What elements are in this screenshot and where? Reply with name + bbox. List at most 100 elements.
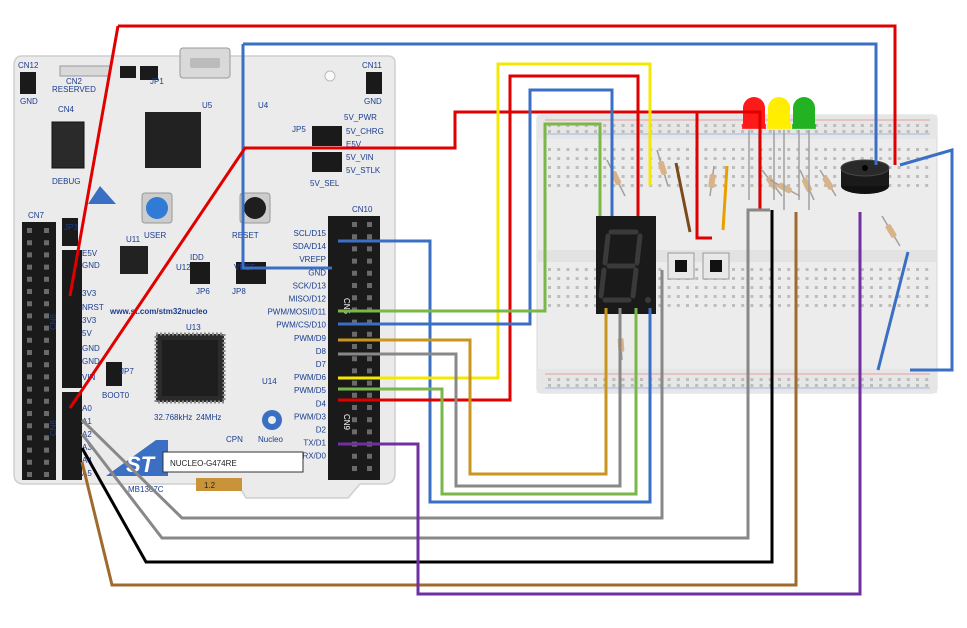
cn12-gnd-label: GND	[20, 97, 38, 106]
right-pin-label: MISO/D12	[289, 295, 327, 304]
jp7-label: JP7	[120, 367, 134, 376]
wire-red-1	[118, 24, 897, 165]
cn10-label: CN10	[352, 205, 373, 214]
jp7-jumper	[106, 362, 122, 386]
right-pin-label: D8	[316, 347, 327, 356]
jp6-label: JP6	[196, 287, 210, 296]
resistor	[656, 149, 669, 187]
breadboard-holes	[548, 124, 929, 387]
u14-label: U14	[262, 377, 277, 386]
wire-gold	[338, 308, 608, 476]
right-pin-labels: SCL/D15SDA/D14VREFPGNDSCK/D13MISO/D12PWM…	[267, 229, 326, 461]
model-label: NUCLEO-G474RE	[170, 459, 237, 468]
analog-pin-label: A4	[82, 456, 92, 465]
cn8-label: CN8	[49, 419, 58, 436]
jp5-label: JP5	[292, 125, 306, 134]
u12-label: U12	[176, 263, 191, 272]
resistor	[769, 179, 801, 197]
analog-pin-label: A3	[82, 443, 92, 452]
right-pin-label: PWM/MOSI/D11	[267, 308, 326, 317]
right-pin-label: SCK/D13	[293, 281, 327, 290]
wire-green-1	[338, 122, 602, 313]
mcu-u13	[154, 332, 226, 404]
debug-label: DEBUG	[52, 177, 80, 186]
wire-yellow-2	[721, 165, 729, 231]
jp8-label: JP8	[232, 287, 246, 296]
wire-brown	[80, 212, 798, 587]
resistor	[881, 215, 901, 247]
wire-green-2	[338, 308, 638, 496]
push-button-1[interactable]	[667, 252, 695, 280]
cn6-header	[62, 250, 82, 388]
buzzer	[840, 159, 890, 194]
part-number-label: MB1367C	[128, 485, 164, 494]
wire-blue-2	[241, 44, 332, 270]
left-pin-label: GND	[82, 344, 100, 353]
reserved-label: RESERVED	[52, 85, 96, 94]
right-pin-label: D7	[316, 360, 327, 369]
analog-pin-label: A0	[82, 404, 92, 413]
left-pin-label: NRST	[82, 303, 104, 312]
cn6-label: CN6	[49, 313, 58, 330]
st-brand-text: ST	[126, 452, 156, 477]
right-pin-label: PWM/D5	[294, 386, 327, 395]
wire-red-3	[68, 110, 762, 409]
cn4-label: CN4	[58, 105, 75, 114]
reset-button-label: RESET	[232, 231, 259, 240]
right-pin-label: PWM/CS/D10	[276, 321, 326, 330]
left-pin-label: 5V	[82, 329, 92, 338]
revision-badge	[196, 478, 242, 491]
analog-pin-label: A5	[82, 469, 92, 478]
st-logo: ST	[106, 440, 168, 477]
wire-red-4	[338, 74, 640, 402]
hole-grid	[548, 124, 929, 387]
u11-chip	[120, 246, 148, 274]
wire-gray-3	[80, 208, 770, 540]
cn5-label: CN5	[342, 298, 351, 315]
resistor	[708, 165, 716, 197]
led-yellow	[767, 97, 791, 210]
right-pin-label: PWM/D3	[294, 412, 327, 421]
left-pin-label: 3V3	[82, 316, 97, 325]
wire-blue-3	[338, 239, 652, 504]
right-pin-label: VREFP	[299, 255, 326, 264]
wire-gray-2	[80, 270, 664, 520]
reset-button[interactable]	[239, 192, 271, 224]
cn8-header	[62, 392, 82, 480]
u5-label: U5	[202, 101, 213, 110]
wire-blue-4	[338, 88, 614, 326]
user-button[interactable]	[141, 192, 173, 224]
nucleo-label: Nucleo	[258, 435, 283, 444]
analog-pin-label: A1	[82, 417, 92, 426]
segments	[598, 229, 643, 303]
power-5v-pwr: 5V_PWR	[344, 113, 377, 122]
jp6-jumper	[190, 262, 210, 284]
push-button-2[interactable]	[702, 252, 730, 280]
left-pin-label: 3V3	[82, 289, 97, 298]
5v-sel-label: 5V_SEL	[310, 179, 340, 188]
wire-blue-1	[243, 42, 878, 165]
analog-pin-label: A2	[82, 430, 92, 439]
crystal-x2: 32.768kHz	[154, 413, 192, 422]
right-pin-label: D4	[316, 399, 327, 408]
idd-label: IDD	[190, 253, 204, 262]
wire-gray-1	[338, 308, 622, 488]
cn9-label: CN9	[342, 414, 351, 431]
right-pin-label: RX/D0	[302, 452, 326, 461]
resistor	[761, 169, 783, 197]
jp3-label: JP3	[64, 223, 78, 232]
jp1-label: JP1	[150, 77, 164, 86]
seven-segment-display: 8	[596, 216, 656, 314]
decimal-point	[645, 297, 651, 303]
revision-label: 1.2	[204, 481, 216, 490]
boot0-label: BOOT0	[102, 391, 130, 400]
right-pin-label: D2	[316, 426, 327, 435]
model-label-box	[162, 451, 304, 473]
wire-blue-6	[876, 251, 910, 371]
crystal-x3: 24MHz	[196, 413, 221, 422]
left-pin-label: GND	[82, 357, 100, 366]
wire-yellow	[338, 62, 652, 380]
cn2-label: CN2	[66, 77, 83, 86]
led-green	[792, 97, 816, 210]
